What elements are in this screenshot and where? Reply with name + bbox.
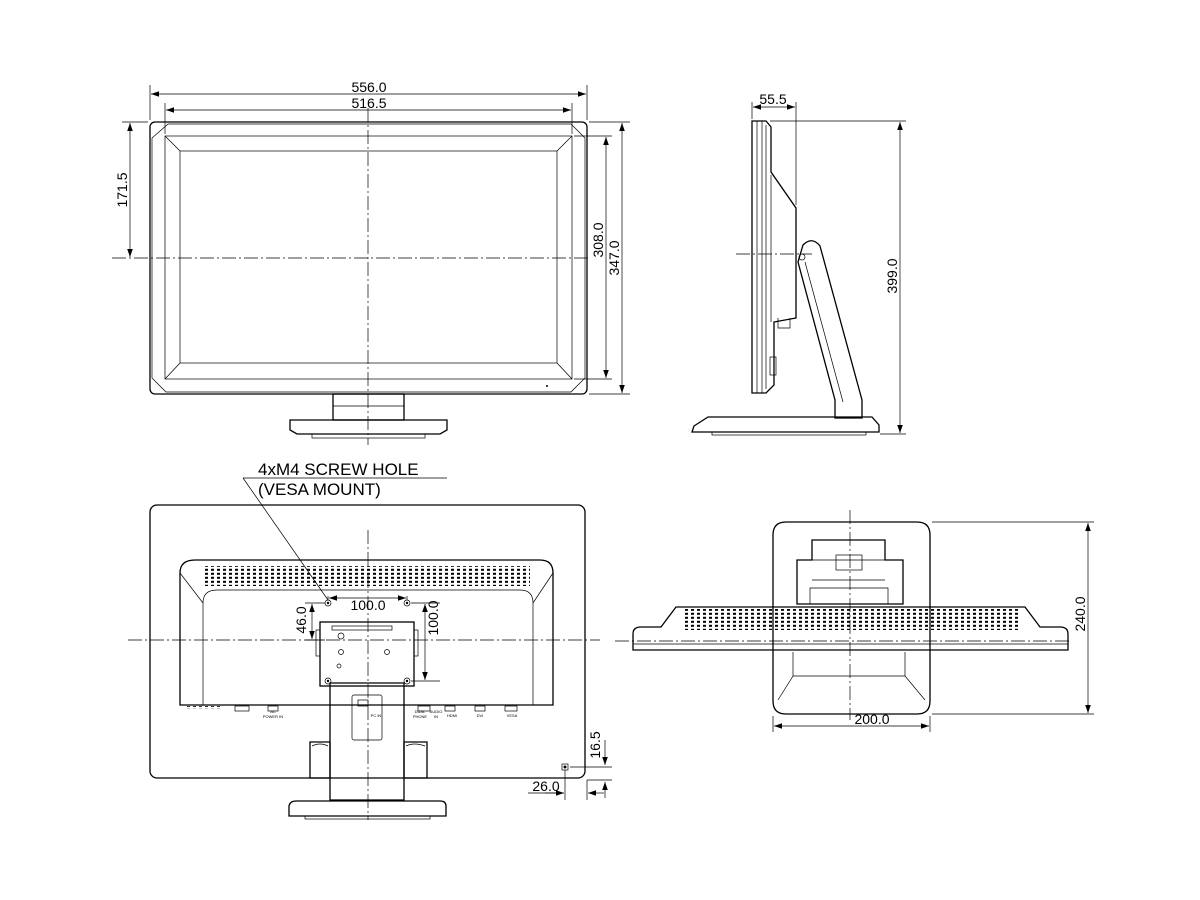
rear-stand-base (288, 800, 447, 817)
port-label-vesa: VESA (507, 713, 518, 718)
side-stand-base (691, 416, 880, 433)
top-vent-grille (683, 609, 1018, 630)
dim-base-depth: 240.0 (1072, 596, 1088, 631)
dim-base-width: 200.0 (854, 711, 889, 727)
rear-vent-grille (205, 566, 530, 586)
dim-overall-height: 347.0 (606, 240, 622, 275)
top-monitor-body (632, 606, 1069, 651)
dim-depth: 55.5 (759, 91, 786, 107)
port-label-ac: AC (270, 709, 276, 714)
front-screen (179, 150, 558, 364)
dim-lock-offset: 26.0 (532, 778, 559, 794)
front-view: 556.0 516.5 171.5 308.0 347.0 (112, 79, 630, 445)
top-base-plate (772, 521, 931, 715)
port-label-dual: DUAL (415, 709, 426, 714)
vesa-mount-plate (319, 621, 415, 687)
port-label-dvi: DVI (477, 713, 484, 718)
rear-hump (179, 559, 554, 706)
dim-total-height: 399.0 (884, 258, 900, 293)
port-label-hdmi: HDMI (447, 713, 457, 718)
vesa-note-line1: 4xM4 SCREW HOLE (258, 460, 419, 479)
side-stand-arm (797, 240, 863, 419)
top-view: 200.0 240.0 (615, 510, 1094, 732)
dim-panel-width: 516.5 (351, 95, 386, 111)
dim-vesa-horizontal: 100.0 (350, 597, 385, 613)
rear-view: 4xM4 SCREW HOLE (VESA MOUNT) AC POWER IN… (128, 460, 612, 820)
port-label-audio-in: IN (434, 714, 438, 719)
port-label-phone: PHONE (413, 714, 428, 719)
dim-center-height: 171.5 (114, 172, 130, 207)
port-label-audio: AUDIO (430, 709, 443, 714)
vesa-screw-holes (324, 599, 411, 685)
port-label-power-in: POWER IN (263, 714, 283, 719)
dim-panel-height: 308.0 (590, 222, 606, 257)
side-view: 55.5 399.0 (691, 91, 906, 436)
rear-stand-neck (329, 682, 405, 801)
dim-vesa-vertical: 100.0 (425, 600, 441, 635)
dim-lock-height: 16.5 (587, 731, 603, 758)
dim-vesa-offset: 46.0 (293, 606, 309, 633)
port-label-pc-in: PC IN (371, 713, 382, 718)
side-monitor-body (751, 120, 797, 394)
vesa-note-line2: (VESA MOUNT) (258, 480, 381, 499)
front-bezel-inner (151, 123, 586, 393)
rear-outer-shell (149, 504, 586, 779)
dim-overall-width: 556.0 (351, 79, 386, 95)
front-stand-neck (332, 393, 405, 421)
front-stand-base (289, 419, 448, 435)
